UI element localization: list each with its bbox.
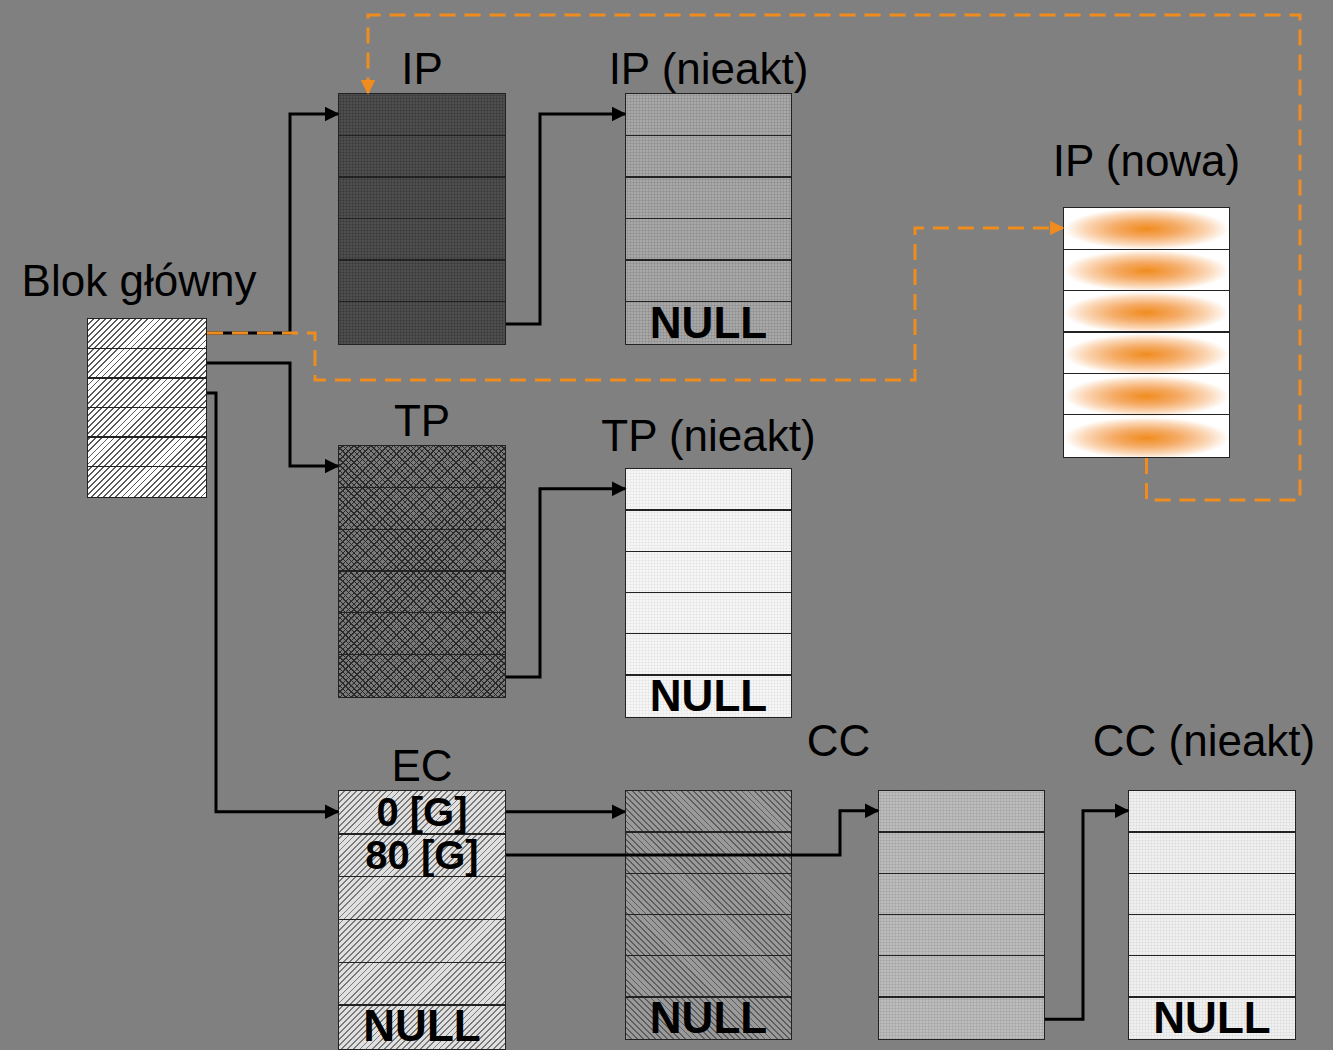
row-divider — [879, 996, 1044, 998]
pointer-arrow — [506, 810, 625, 813]
row-divider — [1064, 414, 1229, 416]
row-divider — [339, 962, 505, 964]
cell-text: NULL — [650, 997, 767, 1038]
row-divider — [626, 218, 791, 220]
row-divider — [88, 377, 206, 379]
list-heading: EC — [391, 742, 452, 790]
row-divider — [1129, 955, 1295, 957]
row-divider — [339, 218, 505, 220]
row-divider — [339, 612, 505, 614]
pointer-arrow — [368, 15, 1300, 500]
row-divider — [626, 509, 791, 511]
cell-text: NULL — [650, 675, 767, 716]
pointer-arrow — [506, 489, 625, 677]
list-block: IP (nieakt)NULL — [625, 93, 792, 345]
row-divider — [339, 919, 505, 921]
list-heading: CC (nieakt) — [1093, 717, 1316, 765]
row-divider — [879, 914, 1044, 916]
row-divider — [626, 914, 791, 916]
cell-text: 0 [G] — [376, 791, 467, 834]
row-divider — [1064, 249, 1229, 251]
row-divider — [339, 259, 505, 261]
pointer-arrow — [506, 114, 625, 324]
pointer-arrow — [1045, 811, 1128, 1019]
cell-text: NULL — [1153, 997, 1270, 1038]
row-divider — [339, 135, 505, 137]
row-divider — [879, 831, 1044, 833]
row-divider — [339, 301, 505, 303]
row-divider — [626, 551, 791, 553]
list-block: NULL — [625, 790, 792, 1040]
row-divider — [339, 654, 505, 656]
row-divider — [879, 873, 1044, 875]
row-divider — [626, 955, 791, 957]
row-divider — [626, 176, 791, 178]
list-heading: IP — [401, 45, 443, 93]
list-block: IP — [338, 93, 506, 345]
list-heading: TP (nieakt) — [601, 412, 815, 460]
row-divider — [1064, 373, 1229, 375]
row-divider — [339, 176, 505, 178]
row-divider — [879, 955, 1044, 957]
row-divider — [88, 348, 206, 350]
list-heading: TP — [394, 397, 450, 445]
row-divider — [626, 135, 791, 137]
list-block: CC — [878, 790, 1045, 1040]
list-block: TP — [338, 445, 506, 698]
row-divider — [1129, 914, 1295, 916]
list-block: TP (nieakt)NULL — [625, 468, 792, 718]
list-block: Blok główny — [87, 318, 207, 498]
list-heading: IP (nowa) — [1053, 137, 1241, 185]
cell-text: 80 [G] — [365, 834, 478, 877]
list-heading: Blok główny — [22, 257, 257, 305]
row-divider — [88, 466, 206, 468]
list-block: IP (nowa) — [1063, 207, 1230, 458]
row-divider — [339, 570, 505, 572]
row-divider — [1064, 290, 1229, 292]
row-divider — [626, 259, 791, 261]
pointer-arrow — [207, 363, 338, 466]
list-heading: IP (nieakt) — [609, 45, 809, 93]
list-block: EC0 [G]80 [G]NULL — [338, 790, 506, 1050]
row-divider — [626, 873, 791, 875]
row-divider — [1129, 873, 1295, 875]
cell-text: NULL — [363, 1005, 480, 1048]
row-divider — [1064, 331, 1229, 333]
row-divider — [626, 592, 791, 594]
row-divider — [88, 407, 206, 409]
row-divider — [1129, 831, 1295, 833]
list-block: CC (nieakt)NULL — [1128, 790, 1296, 1040]
row-divider — [339, 487, 505, 489]
list-heading: CC — [807, 717, 871, 765]
pointer-arrow — [207, 393, 338, 812]
row-divider — [626, 633, 791, 635]
row-divider — [339, 529, 505, 531]
row-divider — [626, 831, 791, 833]
cell-text: NULL — [650, 302, 767, 344]
row-divider — [88, 436, 206, 438]
